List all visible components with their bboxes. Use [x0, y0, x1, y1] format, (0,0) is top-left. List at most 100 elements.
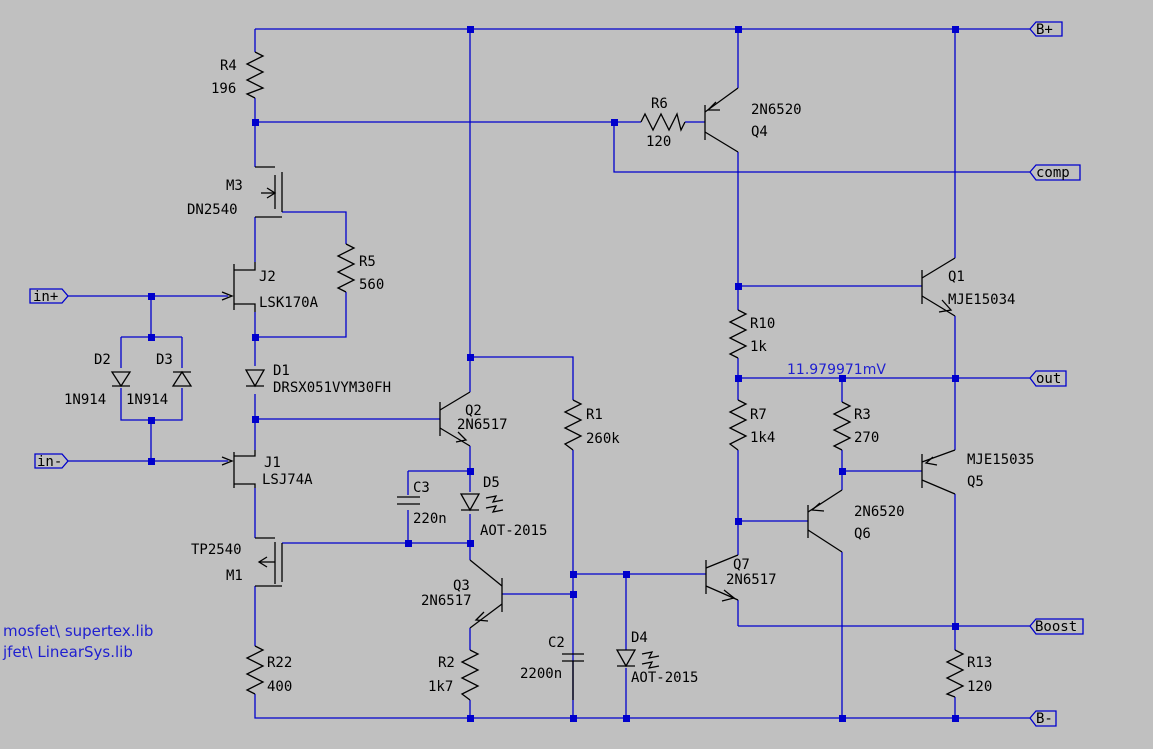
svg-text:Boost: Boost	[1035, 619, 1077, 635]
q5-ref: Q5	[967, 474, 984, 490]
q6-transistor	[807, 489, 843, 553]
port-in-minus[interactable]: in-	[34, 453, 69, 470]
port-b-minus[interactable]: B-	[1029, 710, 1057, 727]
c3-ref: C3	[413, 480, 430, 496]
q4-ref: Q4	[751, 124, 768, 140]
q7-ref: Q7	[733, 557, 750, 573]
d2-ref: D2	[94, 352, 111, 368]
port-out[interactable]: out	[1029, 370, 1067, 387]
svg-text:B-: B-	[1036, 711, 1053, 727]
r10-ref: R10	[750, 316, 775, 332]
q6-ref: Q6	[854, 526, 871, 542]
r10-value: 1k	[750, 339, 767, 355]
r2-ref: R2	[438, 655, 455, 671]
j1-ref: J1	[264, 455, 281, 471]
r5-ref: R5	[359, 254, 376, 270]
r22-value: 400	[267, 679, 292, 695]
d5-value: AOT-2015	[480, 523, 547, 539]
r5-resistor	[336, 243, 356, 293]
port-b-plus[interactable]: B+	[1029, 21, 1063, 38]
mosfet-library-directive[interactable]: mosfet\ supertex.lib	[3, 622, 153, 640]
c2-capacitor	[562, 653, 584, 700]
d3-ref: D3	[156, 352, 173, 368]
d3-diode	[171, 370, 193, 387]
d1-ref: D1	[273, 363, 290, 379]
m1-value: TP2540	[191, 542, 242, 558]
d4-ref: D4	[631, 630, 648, 646]
q3-transistor	[469, 559, 503, 629]
r3-value: 270	[854, 430, 879, 446]
q3-ref: Q3	[453, 578, 470, 594]
d1-value: DRSX051VYM30FH	[273, 380, 391, 396]
r22-resistor	[245, 645, 265, 695]
d5-led	[459, 493, 504, 513]
r4-ref: R4	[220, 58, 237, 74]
q1-transistor	[921, 257, 956, 317]
c3-value: 220n	[413, 511, 447, 527]
j2-value: LSK170A	[259, 295, 319, 311]
port-in-plus[interactable]: in+	[29, 288, 69, 305]
r1-ref: R1	[586, 407, 603, 423]
r6-resistor	[640, 112, 686, 132]
m3-mosfet	[255, 166, 283, 218]
d1-diode	[244, 369, 266, 388]
m1-ref: M1	[226, 568, 243, 584]
j2-ref: J2	[259, 269, 276, 285]
r6-value: 120	[646, 134, 671, 150]
q5-value: MJE15035	[967, 452, 1034, 468]
d4-value: AOT-2015	[631, 670, 698, 686]
d3-value: 1N914	[126, 392, 168, 408]
r3-resistor	[832, 401, 852, 451]
d2-diode	[110, 371, 132, 388]
r10-resistor	[728, 309, 748, 359]
r1-resistor	[563, 399, 583, 451]
q1-value: MJE15034	[948, 292, 1015, 308]
q2-value: 2N6517	[457, 417, 508, 433]
jfet-library-directive[interactable]: jfet\ LinearSys.lib	[2, 643, 133, 661]
r13-value: 120	[967, 679, 992, 695]
r7-value: 1k4	[750, 430, 775, 446]
svg-text:B+: B+	[1036, 22, 1053, 38]
svg-text:in-: in-	[37, 454, 62, 470]
q1-ref: Q1	[948, 269, 965, 285]
junctions	[148, 26, 959, 722]
m3-value: DN2540	[187, 202, 238, 218]
d5-ref: D5	[483, 475, 500, 491]
r4-value: 196	[211, 81, 236, 97]
d2-value: 1N914	[64, 392, 106, 408]
r13-resistor	[945, 649, 965, 698]
c3-capacitor	[397, 496, 420, 505]
r2-resistor	[460, 649, 480, 701]
c2-ref: C2	[548, 635, 565, 651]
r1-value: 260k	[586, 431, 620, 447]
d4-led	[615, 649, 660, 669]
j1-jfet	[221, 450, 256, 488]
probe-voltage: 11.979971mV	[787, 362, 886, 378]
r3-ref: R3	[854, 407, 871, 423]
q5-transistor	[921, 449, 956, 495]
q4-transistor	[704, 87, 739, 153]
q7-value: 2N6517	[726, 572, 777, 588]
r2-value: 1k7	[428, 679, 453, 695]
q4-value: 2N6520	[751, 102, 802, 118]
r7-resistor	[728, 399, 748, 451]
q3-value: 2N6517	[421, 593, 472, 609]
svg-text:in+: in+	[33, 289, 58, 305]
port-boost[interactable]: Boost	[1029, 618, 1084, 635]
r5-value: 560	[359, 277, 384, 293]
r22-ref: R22	[267, 655, 292, 671]
svg-text:comp: comp	[1036, 165, 1070, 181]
m1-mosfet	[255, 537, 283, 587]
q6-value: 2N6520	[854, 504, 905, 520]
component-labels[interactable]: R4 196 R6 120 2N6520 Q4 M3 DN2540 R5 560…	[64, 58, 1034, 695]
r7-ref: R7	[750, 407, 767, 423]
r6-ref: R6	[651, 96, 668, 112]
port-comp[interactable]: comp	[1029, 164, 1081, 181]
q7-transistor	[705, 554, 739, 602]
c2-value: 2200n	[520, 666, 562, 682]
q2-ref: Q2	[465, 403, 482, 419]
m3-ref: M3	[226, 178, 243, 194]
symbols	[110, 51, 965, 701]
j1-value: LSJ74A	[262, 472, 313, 488]
